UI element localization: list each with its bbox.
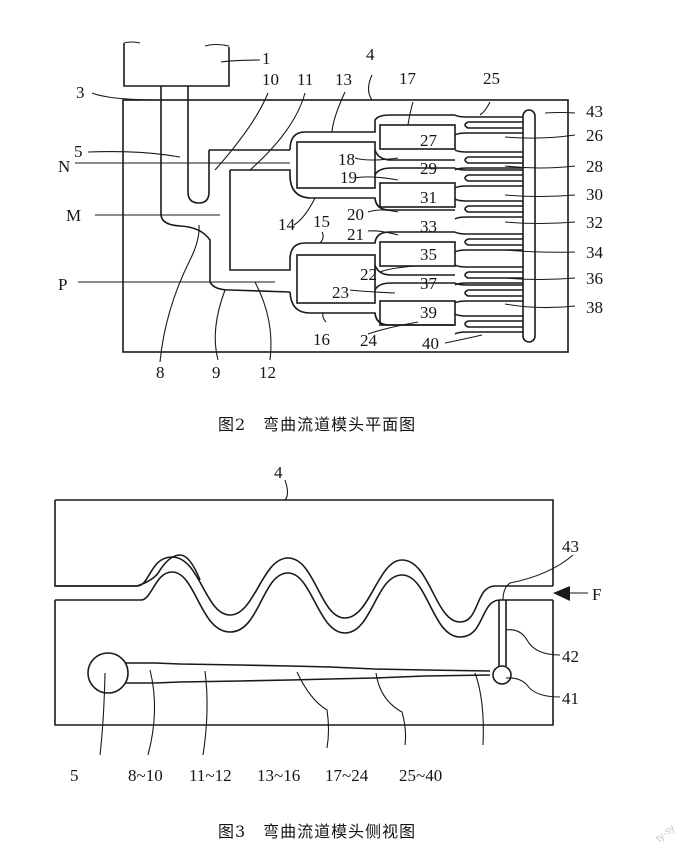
label-5: 5	[74, 142, 83, 161]
label-32: 32	[586, 213, 603, 232]
label-19: 19	[340, 168, 357, 187]
fig3-label-41: 41	[562, 689, 579, 708]
serpentine-channel-lower	[55, 571, 553, 638]
label-22: 22	[360, 265, 377, 284]
label-11: 11	[297, 70, 313, 89]
die-bottom-edge	[54, 600, 554, 726]
label-30: 30	[586, 185, 603, 204]
label-14: 14	[278, 215, 296, 234]
label-12: 12	[259, 363, 276, 382]
label-26: 26	[586, 126, 603, 145]
label-9: 9	[212, 363, 221, 382]
die-body-outline	[122, 99, 569, 353]
force-arrow-icon	[553, 586, 570, 601]
fig3-label-17-24: 17~24	[325, 766, 369, 785]
label-35: 35	[420, 245, 437, 264]
finger-pair	[454, 149, 523, 171]
fig3-label-25-40: 25~40	[399, 766, 442, 785]
figure-3-caption: 图3 弯曲流道模头侧视图	[218, 822, 417, 841]
label-27: 27	[420, 131, 438, 150]
label-23: 23	[332, 283, 349, 302]
branch-15-inner	[296, 254, 376, 304]
finger-pair	[454, 264, 523, 286]
label-37: 37	[420, 274, 438, 293]
serpentine-channel-upper	[55, 556, 553, 623]
label-25: 25	[483, 69, 500, 88]
fig3-label-8-10: 8~10	[128, 766, 163, 785]
channel-11-top	[230, 169, 291, 175]
fig3-label-13-16: 13~16	[257, 766, 300, 785]
label-36: 36	[586, 269, 603, 288]
sub-branches	[374, 124, 456, 326]
figure-2-caption: 图2 弯曲流道模头平面图	[218, 415, 417, 434]
branch-13-inner	[296, 141, 376, 189]
fig3-label-5: 5	[70, 766, 79, 785]
channel-42	[498, 600, 507, 666]
label-28: 28	[586, 157, 603, 176]
label-43: 43	[586, 102, 603, 121]
label-M: M	[66, 206, 81, 225]
label-33: 33	[420, 217, 437, 236]
fig3-label-43: 43	[562, 537, 579, 556]
die-top-edge	[55, 499, 554, 586]
label-40: 40	[422, 334, 439, 353]
finger-pair	[454, 167, 523, 189]
chamber-41	[492, 665, 512, 685]
fig3-leader-lines	[99, 479, 574, 756]
runner-lower	[125, 674, 491, 684]
label-1: 1	[262, 49, 271, 68]
fig3-label-11-12: 11~12	[189, 766, 232, 785]
label-39: 39	[420, 303, 437, 322]
label-3: 3	[76, 83, 85, 102]
component-1-box	[123, 43, 230, 87]
label-38: 38	[586, 298, 603, 317]
label-24: 24	[360, 331, 378, 350]
finger-pair	[454, 231, 523, 253]
leader-lines	[87, 59, 576, 363]
component-1-break-marks	[123, 41, 230, 47]
fig3-label-F: F	[592, 585, 601, 604]
finger-pair	[454, 282, 523, 304]
label-13: 13	[335, 70, 352, 89]
fingers-25-40	[454, 114, 523, 335]
label-31: 31	[420, 188, 437, 207]
channel-11-12	[229, 170, 291, 271]
label-10: 10	[262, 70, 279, 89]
finger-pair	[454, 313, 523, 335]
distribution-chamber-5	[87, 652, 129, 694]
label-16: 16	[313, 330, 330, 349]
label-15: 15	[313, 212, 330, 231]
die-left-upper	[54, 500, 201, 587]
fig3-label-4: 4	[274, 463, 283, 482]
channel-8-9	[160, 214, 291, 293]
label-21: 21	[347, 225, 364, 244]
label-20: 20	[347, 205, 364, 224]
label-18: 18	[338, 150, 355, 169]
slot-43	[522, 109, 536, 343]
pipe-right-loop	[187, 86, 210, 204]
finger-pair	[454, 114, 523, 136]
label-34: 34	[586, 243, 604, 262]
branch-13	[289, 114, 455, 151]
label-4: 4	[366, 45, 375, 64]
runner-upper	[125, 662, 491, 672]
label-29: 29	[420, 159, 437, 178]
figure-3-side-view: 4 43 F 42 41 5 8~10 11~12 13~16 17~24 25…	[54, 463, 601, 785]
fig3-label-42: 42	[562, 647, 579, 666]
branch-14	[289, 174, 455, 211]
finger-pair	[454, 198, 523, 220]
label-8: 8	[156, 363, 165, 382]
label-N: N	[58, 157, 70, 176]
label-P: P	[58, 275, 67, 294]
figure-2-plan-view: 1 3 4 5 8 9 10 11 12 13 14 15 16 17 18 1…	[58, 41, 604, 382]
label-17: 17	[399, 69, 417, 88]
